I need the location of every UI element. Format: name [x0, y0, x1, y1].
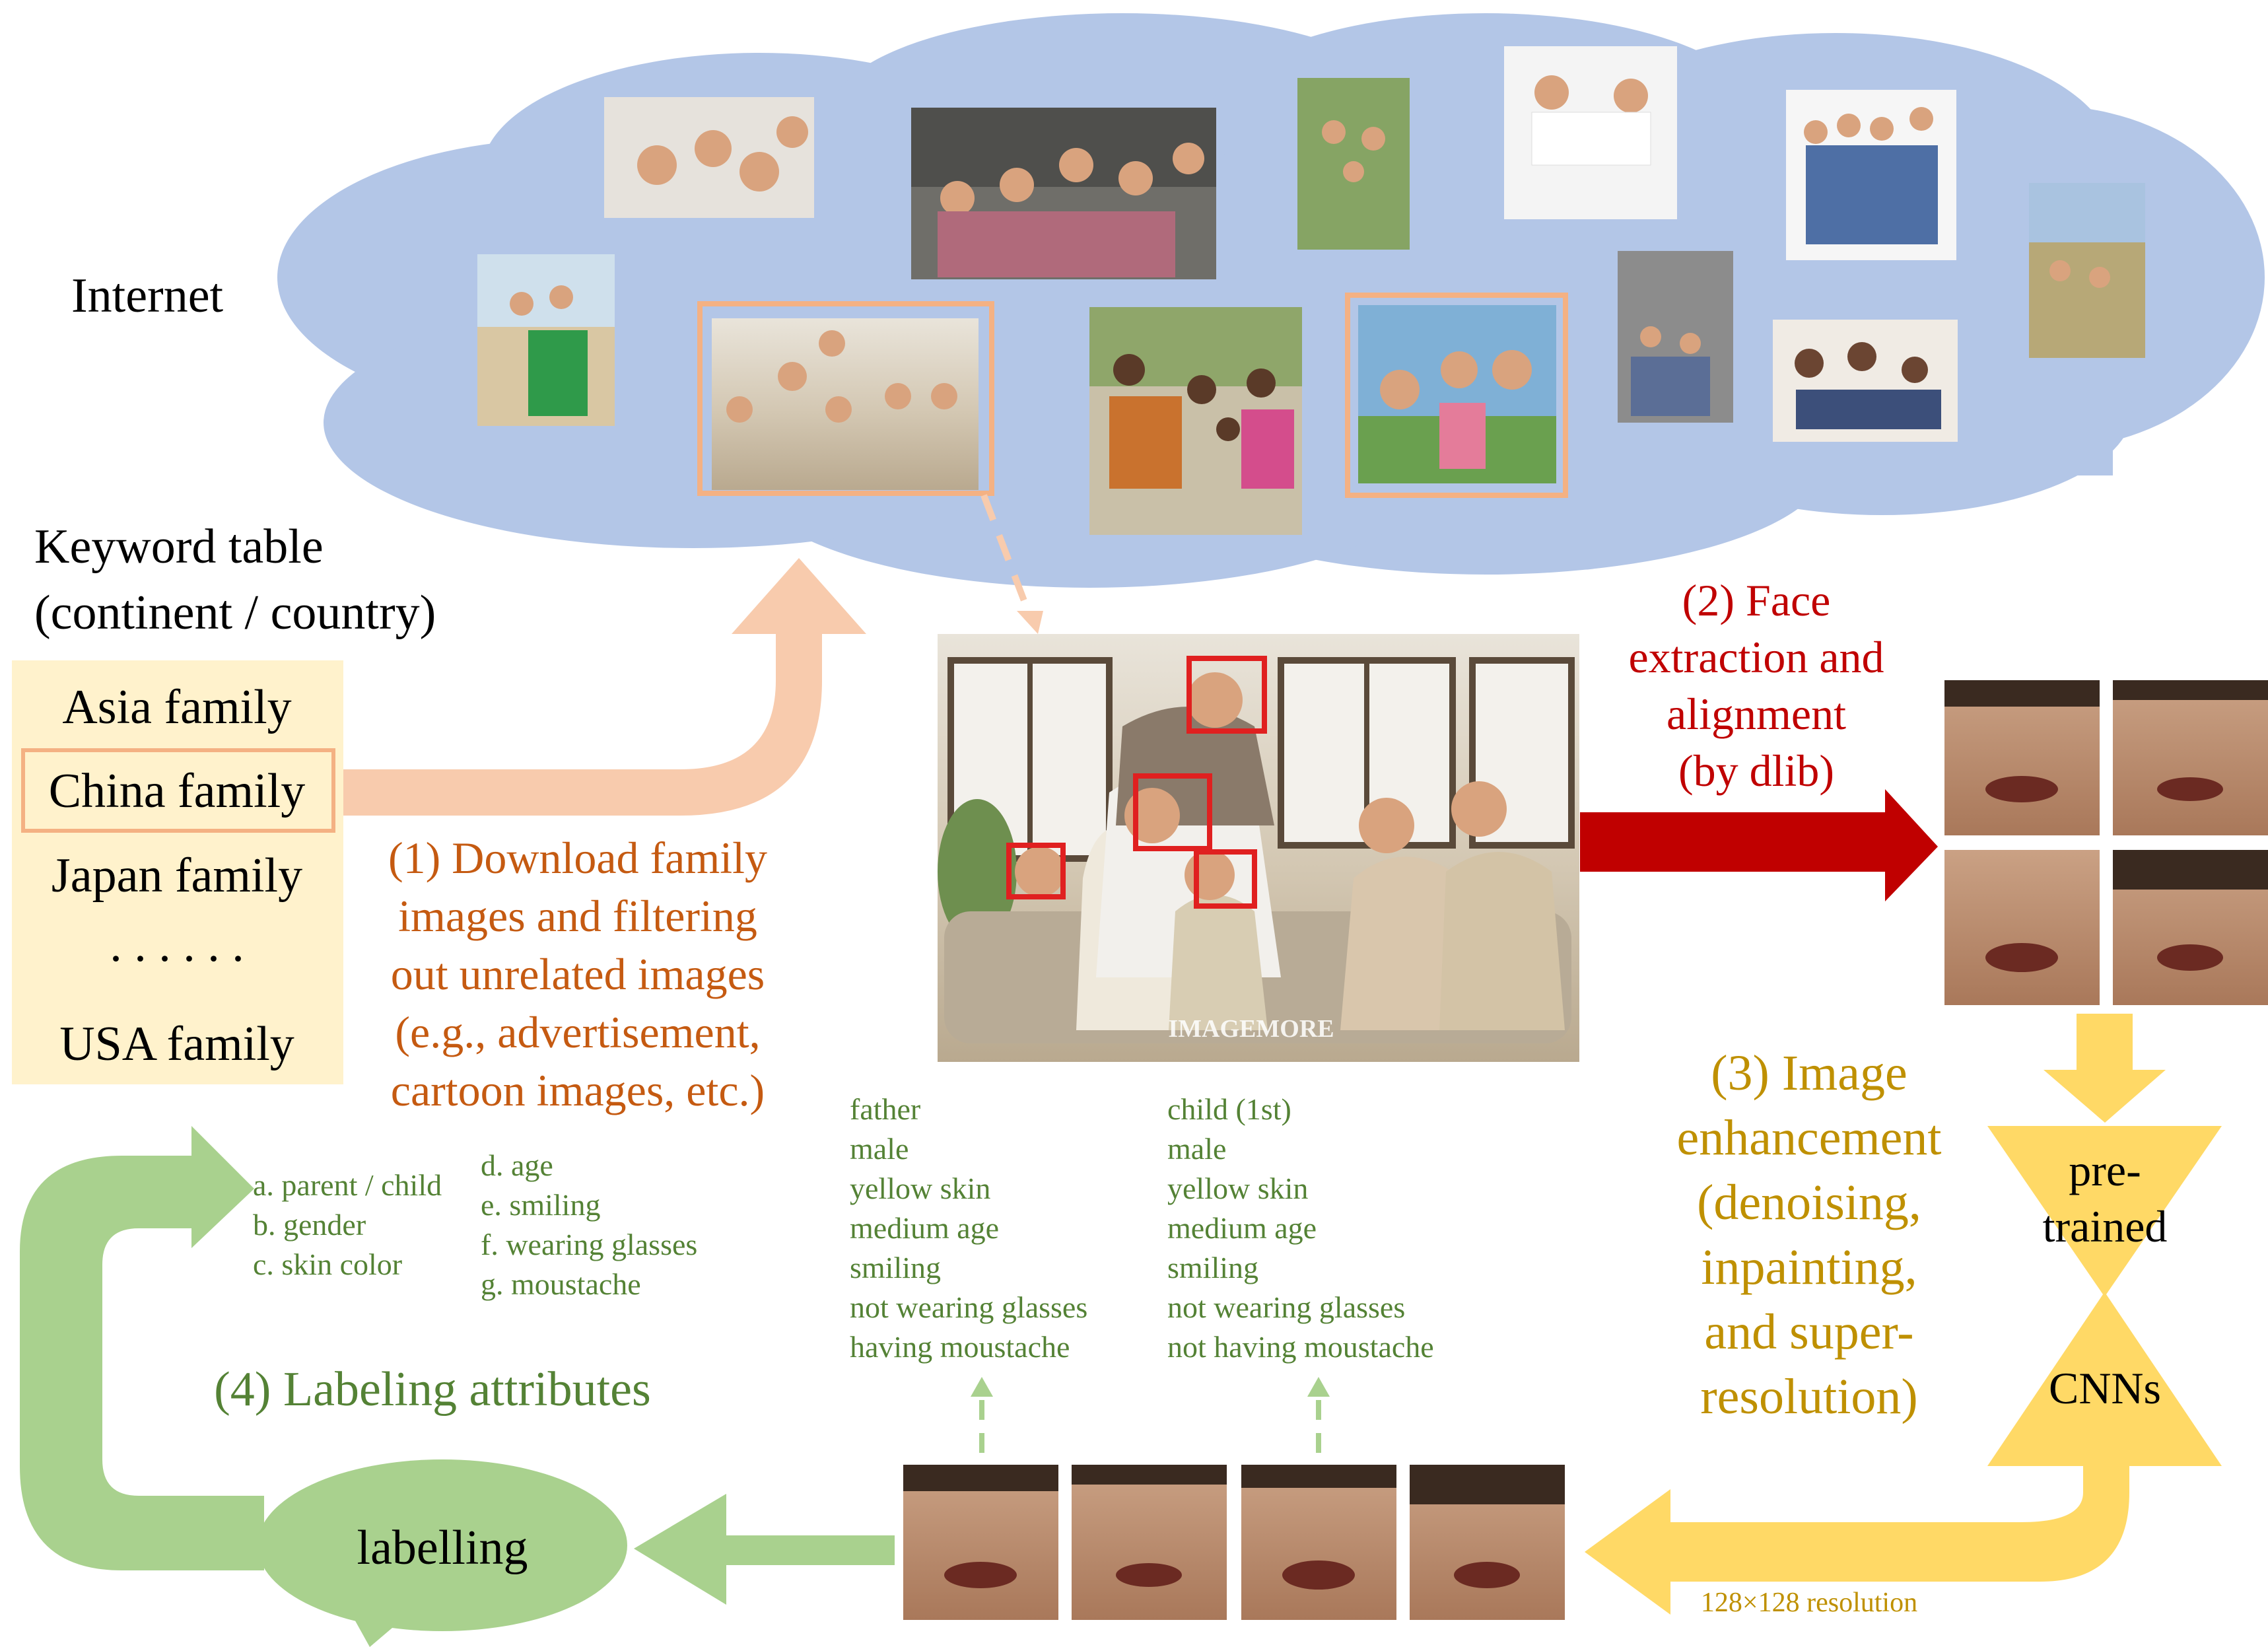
cnn-label-top-1: pre-	[2069, 1145, 2141, 1195]
face-crop	[2113, 680, 2268, 835]
family-photo: IMAGEMORE	[938, 634, 1579, 1062]
face-extraction-arrow	[1580, 789, 1938, 901]
enhanced-faces-row	[903, 1465, 1565, 1620]
attr-line: medium age	[850, 1211, 999, 1245]
enhanced-face	[1241, 1465, 1396, 1620]
attr-line: smiling	[1167, 1251, 1258, 1284]
cnn-hourglass: pre- trained CNNs	[1987, 1126, 2222, 1466]
keyword-item: Japan family	[52, 849, 302, 903]
download-arrow	[343, 558, 866, 816]
step3-line: (denoising,	[1697, 1175, 1921, 1230]
keyword-item-ellipsis: . . . . . .	[110, 918, 244, 972]
legend-item: f. wearing glasses	[481, 1228, 697, 1261]
photo-thumb	[1786, 90, 1956, 260]
legend-item: c. skin color	[253, 1247, 402, 1281]
step2-line: (2) Face	[1682, 575, 1831, 625]
attr-line: father	[850, 1092, 920, 1126]
attr-line: child (1st)	[1167, 1092, 1291, 1126]
legend-item: g. moustache	[481, 1267, 641, 1301]
zoom-connector	[980, 494, 1043, 634]
step3-text: (3) Image enhancement (denoising, inpain…	[1677, 1045, 1942, 1424]
face-crop	[1944, 850, 2100, 1005]
face-box	[1133, 773, 1212, 851]
step3-line: resolution)	[1700, 1369, 1917, 1424]
labelling-bubble: labelling	[258, 1459, 627, 1647]
photo-thumb	[604, 97, 814, 218]
attr-line: medium age	[1167, 1211, 1317, 1245]
attr-line: male	[850, 1132, 909, 1166]
photo-thumb	[477, 254, 615, 426]
child-attribute-list: child (1st) male yellow skin medium age …	[1167, 1092, 1434, 1364]
step2-line: extraction and	[1628, 632, 1884, 682]
step2-line: (by dlib)	[1678, 746, 1834, 796]
cnn-label-bottom: CNNs	[2049, 1363, 2161, 1413]
step2-line: alignment	[1667, 689, 1846, 739]
step3-line: inpainting,	[1701, 1240, 1917, 1295]
extracted-faces-grid	[1944, 680, 2268, 1005]
enhanced-face	[1072, 1465, 1227, 1620]
step1-text: (1) Download family images and filtering…	[388, 833, 767, 1115]
keyword-table: Asia family China family Japan family . …	[12, 660, 343, 1084]
step3-line: (3) Image	[1711, 1045, 1907, 1101]
attr-line: having moustache	[850, 1330, 1070, 1364]
keyword-item: Asia family	[62, 680, 291, 734]
photo-thumb	[1618, 251, 1733, 423]
photo-thumb	[911, 108, 1216, 279]
attr-line: not wearing glasses	[850, 1290, 1087, 1324]
attr-line: not having moustache	[1167, 1330, 1434, 1364]
photo-thumb	[1297, 78, 1410, 250]
photo-thumb	[1504, 46, 1677, 219]
enhancement-down-arrow	[2044, 1014, 2166, 1123]
cloud-photo-thumbnails	[477, 46, 2145, 535]
attribute-legend: a. parent / child b. gender c. skin colo…	[253, 1148, 697, 1301]
photo-thumb	[2029, 183, 2145, 358]
attr-line: not wearing glasses	[1167, 1290, 1405, 1324]
step1-line: cartoon images, etc.)	[391, 1065, 765, 1115]
keyword-item-selected: China family	[49, 764, 305, 818]
attr-line: smiling	[850, 1251, 941, 1284]
photo-thumb-selected	[697, 301, 994, 496]
photo-thumb-selected	[1345, 293, 1568, 498]
label-link-arrows	[971, 1377, 1330, 1453]
resolution-label: 128×128 resolution	[1701, 1588, 1917, 1618]
keyword-item: USA family	[59, 1017, 294, 1071]
step2-text: (2) Face extraction and alignment (by dl…	[1628, 575, 1884, 796]
step3-line: and super-	[1704, 1304, 1913, 1360]
step1-line: images and filtering	[398, 891, 757, 941]
step3-line: enhancement	[1677, 1110, 1942, 1166]
labelling-label: labelling	[357, 1521, 528, 1575]
cnn-label-top-2: trained	[2043, 1201, 2168, 1251]
attr-line: yellow skin	[850, 1172, 990, 1205]
photo-thumb	[1089, 307, 1302, 535]
legend-item: a. parent / child	[253, 1168, 442, 1202]
legend-item: e. smiling	[481, 1188, 600, 1222]
step1-line: (e.g., advertisement,	[395, 1007, 760, 1057]
face-box	[1186, 656, 1267, 734]
photo-thumb	[1773, 320, 1958, 442]
to-labelling-arrow	[634, 1494, 895, 1605]
photo-watermark: IMAGEMORE	[1168, 1015, 1334, 1043]
enhancement-return-arrow	[1585, 1466, 2129, 1615]
face-box	[1006, 843, 1066, 899]
face-box	[1194, 849, 1257, 909]
keyword-table-title-1: Keyword table	[34, 520, 324, 574]
keyword-table-title-2: (continent / country)	[34, 586, 436, 640]
legend-item: d. age	[481, 1148, 553, 1182]
labeling-loop-arrow	[20, 1126, 264, 1570]
internet-label: Internet	[71, 269, 224, 323]
step1-line: out unrelated images	[391, 949, 765, 999]
attr-line: yellow skin	[1167, 1172, 1308, 1205]
legend-item: b. gender	[253, 1208, 366, 1242]
attr-line: male	[1167, 1132, 1226, 1166]
step1-line: (1) Download family	[388, 833, 767, 883]
father-attribute-list: father male yellow skin medium age smili…	[850, 1092, 1087, 1364]
step4-label: (4) Labeling attributes	[214, 1362, 651, 1417]
